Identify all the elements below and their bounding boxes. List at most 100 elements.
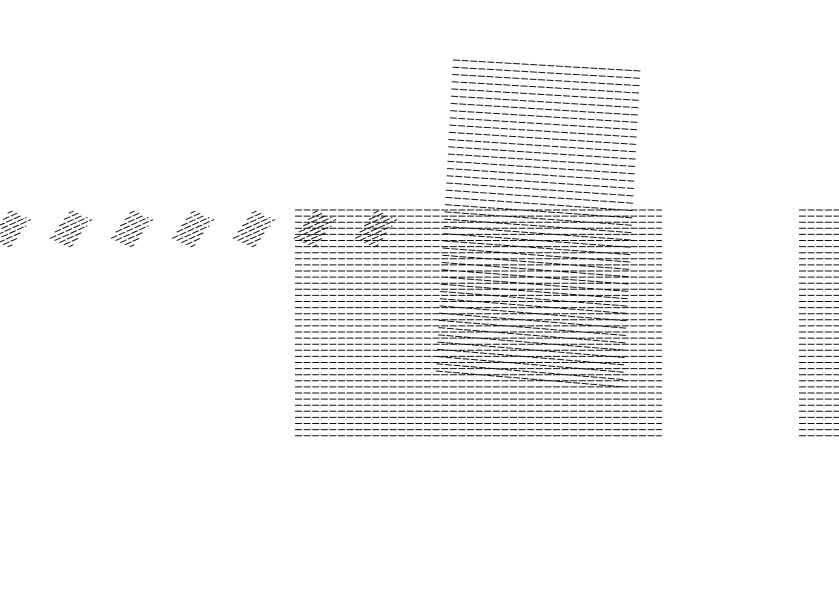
rotated-hatch-line xyxy=(447,153,636,168)
hatched-diamond xyxy=(49,210,93,248)
rotated-hatch-line xyxy=(444,211,633,226)
rotated-hatch-line xyxy=(451,81,640,94)
diamond-hatch-line xyxy=(307,212,323,221)
hatched-diamond xyxy=(0,210,32,248)
rotated-hatch-line xyxy=(447,160,636,175)
diamond-hatch-line xyxy=(181,214,205,227)
rotated-hatch-line xyxy=(451,88,640,101)
diamond-hatch-line xyxy=(0,214,22,226)
rotated-hatch-line xyxy=(442,247,631,263)
diamond-hatch-line xyxy=(129,244,135,248)
diamond-hatch-line xyxy=(63,212,79,221)
rotated-hatch-line xyxy=(446,182,635,197)
diamond-hatch-line xyxy=(368,237,384,246)
rotated-hatch-line xyxy=(435,370,625,388)
rotated-hatch-line xyxy=(439,312,628,329)
rotated-hatch-line xyxy=(438,319,627,337)
diamond-hatch-line xyxy=(68,210,74,214)
diamond-hatch-line xyxy=(7,210,13,214)
diamond-hatch-line xyxy=(307,237,323,246)
rotated-hatch-line xyxy=(437,341,626,359)
diamond-hatch-line xyxy=(124,212,140,221)
diamond-hatch-line xyxy=(242,214,266,227)
diamond-hatch-line xyxy=(246,237,262,246)
rotated-hatch-line xyxy=(437,348,626,366)
diamond-hatch-line xyxy=(373,210,379,214)
rotated-hatch-line xyxy=(441,262,630,278)
diamond-hatch-line xyxy=(0,231,22,243)
diamond-hatch-line xyxy=(63,237,79,246)
diamond-hatch-line xyxy=(293,219,337,239)
diamond-hatch-line xyxy=(185,237,201,246)
diamond-hatch-line xyxy=(7,244,13,248)
rotated-hatch-line xyxy=(450,102,639,116)
diamond-hatch-line xyxy=(129,210,135,214)
rotated-hatch-line xyxy=(449,117,638,131)
diamond-hatch-line xyxy=(185,212,201,221)
rotated-hatch-line xyxy=(438,327,627,344)
diamond-hatch-line xyxy=(176,216,210,233)
rotated-hatch-line xyxy=(445,204,634,219)
rotated-hatch-line xyxy=(452,66,641,79)
diamond-hatch-line xyxy=(368,212,384,221)
rotated-hatch-line xyxy=(449,131,638,145)
diamond-hatch-line xyxy=(0,219,32,235)
diamond-hatch-line xyxy=(115,225,149,242)
rotated-hatch-line xyxy=(449,124,638,138)
rotated-hatch-line xyxy=(441,269,630,285)
rotated-hatch-line xyxy=(440,290,629,307)
hatched-diamond xyxy=(232,210,276,248)
diamond-hatch-line xyxy=(120,214,144,227)
diamond-hatch-line xyxy=(2,237,18,246)
diamond-hatch-line xyxy=(364,214,388,227)
diamond-row xyxy=(0,210,398,248)
diamond-hatch-line xyxy=(312,210,318,214)
hatched-diamond xyxy=(293,210,337,248)
rotated-hatch-line xyxy=(436,363,625,381)
diamond-hatch-line xyxy=(110,219,154,239)
diamond-hatch-line xyxy=(68,244,74,248)
rotated-hatch-line xyxy=(450,110,639,123)
diamond-hatch-line xyxy=(303,214,327,227)
diamond-hatch-line xyxy=(54,216,88,233)
rotated-hatch-line xyxy=(439,305,628,322)
diamond-hatch-line xyxy=(115,216,149,233)
diamond-hatch-line xyxy=(0,225,27,239)
rotated-hatch-line xyxy=(445,196,634,212)
rotated-hatch-line xyxy=(437,334,627,351)
rotated-hatch-line xyxy=(448,139,637,153)
rotated-hatch-line xyxy=(444,218,633,234)
rotated-hatch-line xyxy=(447,167,636,182)
diamond-hatch-line xyxy=(59,214,83,227)
rotated-hatch-line xyxy=(441,276,630,292)
rotated-hatch-line xyxy=(442,254,631,270)
rotated-hatch-line xyxy=(450,95,640,109)
diamond-hatch-line xyxy=(242,231,266,244)
diamond-hatch-line xyxy=(124,237,140,246)
rotated-hatch-line xyxy=(443,233,632,248)
hatched-diamond xyxy=(171,210,215,248)
rotated-hatch-line xyxy=(439,298,628,315)
diamond-hatch-line xyxy=(359,216,393,233)
diamond-hatch-line xyxy=(251,210,257,214)
diamond-hatch-line xyxy=(181,231,205,244)
diamond-hatch-line xyxy=(251,244,257,248)
rotated-hatch-line xyxy=(436,356,625,373)
diamond-hatch-line xyxy=(54,225,88,242)
diamond-hatch-line xyxy=(120,231,144,244)
rotated-hatch-line xyxy=(440,283,629,300)
diamond-hatch-line xyxy=(176,225,210,242)
rotated-hatch-line xyxy=(443,225,632,241)
diamond-hatch-line xyxy=(190,210,196,214)
hatched-diamond xyxy=(110,210,154,248)
rotated-hatch-line xyxy=(443,240,632,256)
diamond-hatch-line xyxy=(232,219,276,239)
diamond-hatch-line xyxy=(298,216,332,233)
diamond-hatch-line xyxy=(59,231,83,244)
hatched-rectangle-right-edge xyxy=(799,209,839,437)
diamond-hatch-line xyxy=(171,219,215,239)
diamond-hatch-line xyxy=(190,244,196,248)
rotated-hatch-line xyxy=(448,146,637,160)
diamond-hatch-line xyxy=(237,225,271,242)
